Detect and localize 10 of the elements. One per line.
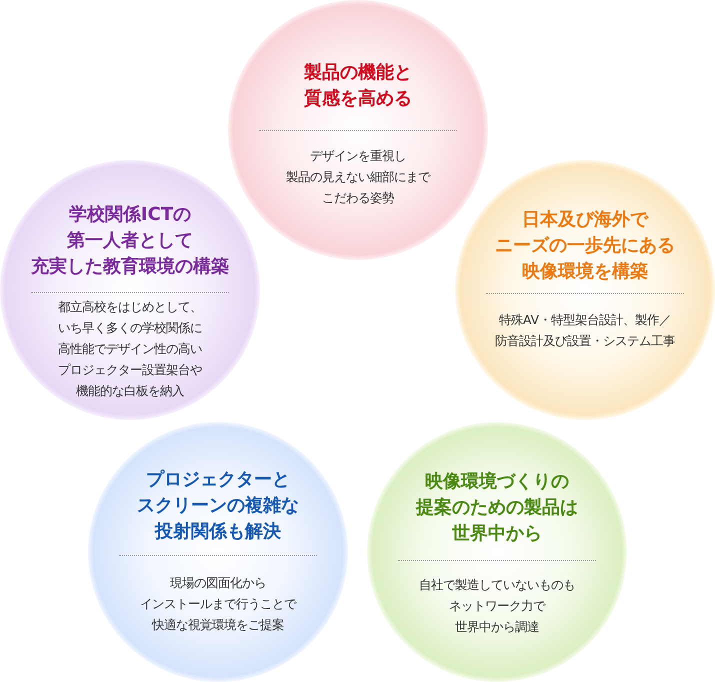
circle-description: 特殊AV・特型架台設計、製作／防音設計及び設置・システム工事 [495, 312, 675, 350]
circle-heading: 学校関係ICTの第一人者として充実した教育環境の構築 [31, 203, 229, 279]
circle-heading: 製品の機能と質感を高める [304, 61, 412, 111]
circle-description: デザインを重視し製品の見えない細部にまでこだわる姿勢 [286, 148, 430, 207]
circle-heading: 映像環境づくりの提案のための製品は世界中から [416, 470, 578, 546]
circle-description: 都立高校をはじめとして、いち早く多くの学校関係に高性能でデザイン性の高いプロジェクター設置架台や機能的な白板を納入 [58, 299, 202, 400]
circle-heading: プロジェクターとスクリーンの複雑な投射関係も解決 [137, 468, 299, 544]
circle-heading: 日本及び海外でニーズの一歩先にある映像環境を構築 [495, 208, 675, 284]
circle-description: 現場の図面化からインストールまで行うことで快適な視覚環境をご提案 [140, 575, 296, 634]
circle-description: 自社で製造していないものもネットワーク力で世界中から調達 [419, 577, 575, 636]
